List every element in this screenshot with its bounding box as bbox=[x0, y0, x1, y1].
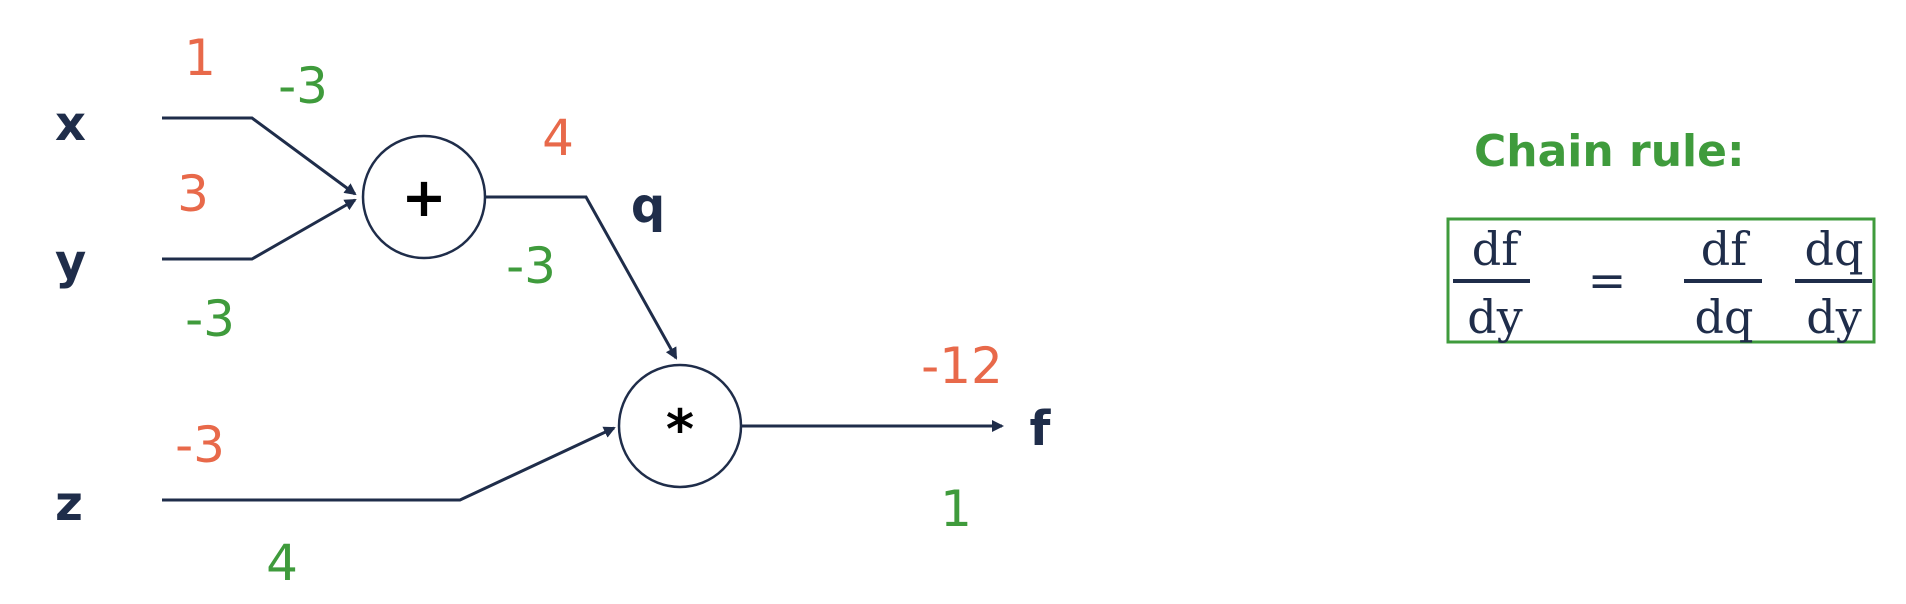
edge-add-to-mul bbox=[485, 195, 678, 360]
grad-f: 1 bbox=[940, 480, 972, 538]
edge-z-to-mul bbox=[162, 426, 616, 502]
rhs2-numerator: dq bbox=[1805, 222, 1864, 276]
grad-q: -3 bbox=[506, 237, 556, 295]
label-q: q bbox=[631, 178, 665, 234]
lhs-numerator: df bbox=[1472, 222, 1521, 276]
equals-sign: = bbox=[1588, 253, 1627, 307]
value-x: 1 bbox=[184, 29, 216, 87]
rhs1-numerator: df bbox=[1701, 222, 1750, 276]
mul-node-symbol: * bbox=[666, 398, 694, 461]
value-z: -3 bbox=[175, 416, 225, 474]
mul-node bbox=[617, 363, 743, 489]
value-y: 3 bbox=[177, 165, 209, 223]
grad-y: -3 bbox=[185, 290, 235, 348]
rhs2-denominator: dy bbox=[1806, 290, 1861, 344]
input-label-x: x bbox=[55, 96, 86, 152]
value-q: 4 bbox=[542, 109, 574, 167]
grad-x: -3 bbox=[278, 57, 328, 115]
value-f: -12 bbox=[921, 337, 1003, 395]
rhs1-denominator: dq bbox=[1695, 290, 1754, 344]
lhs-denominator: dy bbox=[1467, 290, 1522, 344]
chain-rule-box bbox=[1446, 217, 1876, 344]
edge-x-to-add bbox=[162, 116, 357, 196]
edge-y-to-add bbox=[162, 198, 357, 261]
grad-z: 4 bbox=[266, 534, 298, 592]
input-label-y: y bbox=[55, 234, 86, 290]
chain-rule-title: Chain rule: bbox=[1474, 126, 1745, 177]
add-node bbox=[361, 134, 487, 260]
add-node-symbol: + bbox=[401, 166, 446, 229]
label-f: f bbox=[1030, 401, 1052, 457]
input-label-z: z bbox=[55, 476, 83, 532]
